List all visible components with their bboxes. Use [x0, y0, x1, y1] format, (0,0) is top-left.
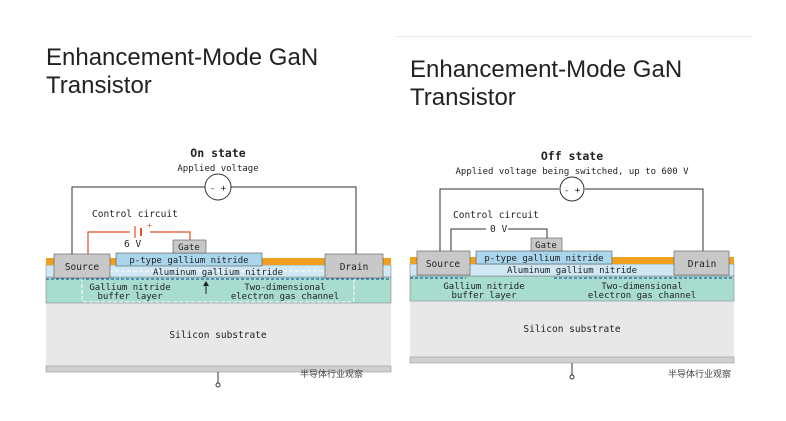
external-wire-left [71, 186, 205, 254]
control-voltage-label: 6 V [124, 239, 141, 250]
control-voltage-label: 0 V [490, 224, 507, 235]
two-deg-label-2: electron gas channel [588, 291, 696, 301]
ground-terminal [215, 382, 221, 388]
substrate-label: Silicon substrate [523, 324, 621, 335]
ground-terminal [569, 374, 575, 380]
control-wire-right [508, 228, 548, 238]
watermark: 半导体行业观察 [668, 370, 732, 380]
gate-label: Gate [178, 243, 200, 253]
drain-contact [324, 253, 384, 279]
p-gan-label: p-type gallium nitride [129, 256, 248, 266]
silicon-substrate-layer [410, 301, 734, 357]
external-wire-right [585, 188, 704, 251]
drain-label: Drain [340, 262, 369, 273]
silicon-substrate-layer [46, 303, 391, 366]
buffer-label-2: buffer layer [97, 292, 163, 302]
gan-buffer-layer [409, 275, 735, 302]
panel-title: Enhancement-Mode GaN Transistor [410, 56, 682, 112]
gan-buffer-layer [45, 276, 392, 304]
gate-contact [530, 237, 563, 252]
buffer-label-1: Gallium nitride [443, 282, 524, 292]
title-line-2: Transistor [46, 72, 152, 99]
control-circuit-label: Control circuit [453, 210, 539, 221]
voltage-source-symbol: - + [559, 176, 585, 202]
p-gan-label: p-type gallium nitride [484, 254, 603, 264]
svg-text:- +: - + [210, 184, 227, 194]
control-wire-right [150, 231, 191, 240]
algan-label: Aluminum gallium nitride [507, 266, 637, 276]
panel-title: Enhancement-Mode GaN Transistor [46, 44, 318, 100]
title-line-1: Enhancement-Mode GaN [410, 56, 683, 83]
off-state-panel: Enhancement-Mode GaN Transistor Off stat… [396, 0, 786, 421]
title-line-2: Transistor [410, 84, 516, 111]
gate-label: Gate [535, 241, 557, 251]
drain-label: Drain [688, 259, 717, 270]
external-wire-right [231, 186, 357, 254]
on-state-panel: Enhancement-Mode GaN Transistor On state… [45, 44, 392, 388]
buffer-label-1: Gallium nitride [89, 283, 170, 293]
backside-contact [409, 356, 735, 364]
source-label: Source [426, 259, 461, 270]
voltage-label: Applied voltage being switched, up to 60… [456, 167, 690, 177]
watermark: 半导体行业观察 [300, 370, 364, 380]
two-deg-label-1: Two-dimensional [244, 283, 325, 293]
title-line-1: Enhancement-Mode GaN [46, 44, 319, 71]
svg-text:- +: - + [564, 186, 581, 196]
control-battery-icon: + [134, 221, 152, 238]
external-wire-left [439, 188, 559, 251]
on-state-diagram: On state Applied voltage - + Control cir… [45, 146, 392, 388]
control-circuit-label: Control circuit [92, 209, 178, 220]
off-state-diagram: Off state Applied voltage being switched… [409, 149, 735, 380]
gate-contact [172, 239, 207, 254]
drain-contact [673, 250, 730, 276]
svg-text:+: + [147, 221, 152, 230]
source-label: Source [65, 262, 100, 273]
algan-label: Aluminum gallium nitride [153, 268, 283, 278]
substrate-label: Silicon substrate [169, 330, 267, 341]
buffer-label-2: buffer layer [451, 291, 517, 301]
voltage-label: Applied voltage [177, 164, 258, 174]
state-title: Off state [541, 149, 603, 163]
voltage-source-symbol: - + [204, 173, 232, 201]
source-contact [416, 250, 471, 276]
source-contact [53, 253, 111, 279]
state-title: On state [190, 146, 245, 160]
divider-line [396, 36, 752, 37]
control-wire-left [87, 231, 130, 254]
control-wire-left [450, 228, 486, 251]
two-deg-label-1: Two-dimensional [601, 282, 682, 292]
two-deg-label-2: electron gas channel [231, 292, 339, 302]
channel-highlight [81, 270, 355, 303]
channel-arrow-icon [203, 281, 209, 294]
